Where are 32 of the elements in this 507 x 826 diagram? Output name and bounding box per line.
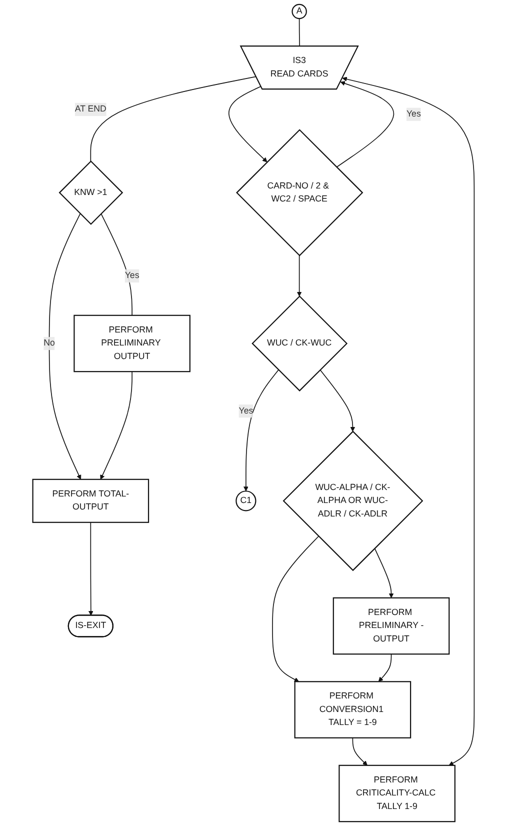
edge-label: AT END [74,104,106,114]
edge-label: Yes [406,109,421,119]
node-box: PERFORM TOTAL-OUTPUT [32,478,150,523]
edge-label: Yes [238,406,254,416]
node-circle: C1 [236,490,256,512]
arrow [296,255,302,296]
arrow [244,369,279,492]
arrow [378,654,392,682]
arrow [320,369,356,432]
connector [298,18,300,47]
arrow [352,737,368,766]
node-diamond: KNW >1 [58,160,124,225]
node-box: PERFORM PRELIMINARY OUTPUT [74,314,190,372]
edge-label: No [44,338,55,348]
node-diamond: WUC-ALPHA / CK-ALPHA OR WUC-ADLR / CK-ADLR [282,430,424,572]
connector [100,213,132,316]
arrow [272,536,320,682]
node-box: PERFORM CRITICALITY-CALC TALLY 1-9 [338,764,456,822]
arrow [48,213,82,480]
edge-label: Yes [124,270,140,280]
arrow [342,76,475,766]
node-diamond: WUC / CK-WUC [252,296,348,392]
arrow [336,81,394,168]
node-circle: A [292,4,307,20]
arrow [100,371,132,480]
node-box: PERFORM PRELIMINARY -OUTPUT [332,597,450,655]
node-box: PERFORM CONVERSION1 TALLY = 1-9 [294,681,412,738]
arrow [88,522,94,616]
node-diamond: CARD-NO / 2 & WC2 / SPACE [236,129,364,256]
arrow [228,86,268,162]
connector [90,76,256,162]
arrow [374,548,394,598]
